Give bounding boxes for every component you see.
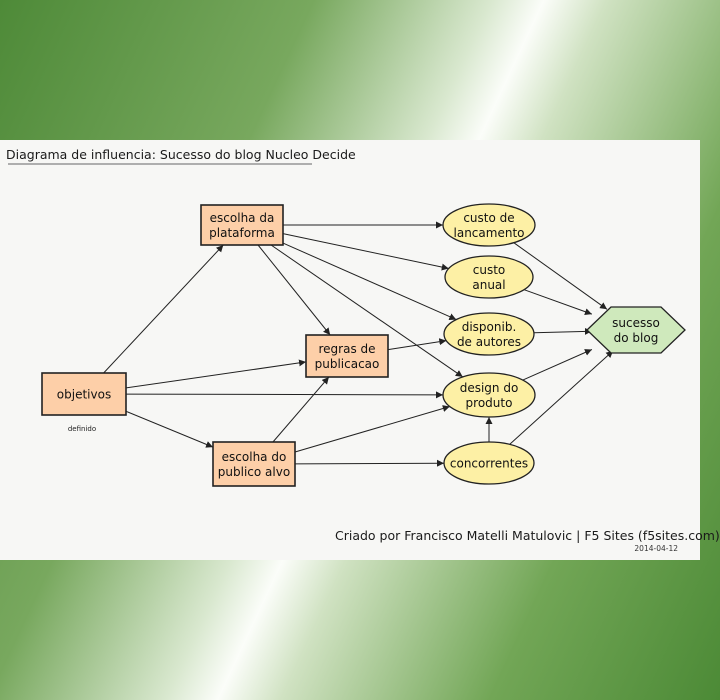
edge-concorrentes-to-sucesso bbox=[509, 350, 614, 445]
node-concorrentes-label: concorrentes bbox=[450, 457, 528, 471]
node-autores-shape bbox=[443, 312, 535, 356]
edge-objetivos-to-regras bbox=[125, 359, 307, 389]
edge-publico-to-regras bbox=[272, 376, 330, 443]
edge-plataforma-to-autores bbox=[282, 242, 457, 321]
edge-plataforma-to-anual bbox=[282, 233, 449, 271]
node-regras-label: regras de bbox=[318, 342, 375, 356]
node-regras-label: publicacao bbox=[315, 357, 380, 371]
credit-footer: Criado por Francisco Matelli Matulovic |… bbox=[335, 528, 720, 543]
node-lancamento-label: custo de bbox=[463, 211, 514, 225]
edge-design-to-sucesso bbox=[522, 349, 593, 381]
edge-anual-to-sucesso bbox=[523, 289, 593, 316]
edge-objetivos-to-plataforma bbox=[103, 244, 224, 374]
edge-plataforma-to-regras bbox=[257, 244, 331, 336]
edge-objetivos-to-design bbox=[125, 391, 444, 399]
node-objetivos-label: objetivos bbox=[57, 388, 111, 402]
node-anual-label: custo bbox=[473, 263, 506, 277]
node-sucesso-label: sucesso bbox=[612, 316, 660, 330]
edge-lancamento-to-sucesso bbox=[513, 242, 608, 310]
node-concorrentes: concorrentes bbox=[443, 441, 535, 485]
node-concorrentes-shape bbox=[443, 441, 535, 485]
node-anual-shape bbox=[444, 255, 534, 299]
node-design-shape bbox=[442, 372, 536, 418]
node-publico-shape bbox=[212, 441, 296, 487]
node-plataforma-shape bbox=[200, 204, 284, 246]
edge-plataforma-to-design bbox=[270, 244, 464, 378]
edge-objetivos-to-publico bbox=[125, 410, 214, 448]
node-regras-shape bbox=[305, 334, 389, 378]
node-objetivos-shape bbox=[41, 372, 127, 416]
node-sucesso-label: do blog bbox=[614, 331, 659, 345]
node-objetivos-sublabel: definido bbox=[68, 425, 96, 433]
edges-layer bbox=[103, 221, 614, 467]
node-plataforma-label: escolha da bbox=[210, 211, 275, 225]
node-lancamento-label: lancamento bbox=[454, 226, 525, 240]
edge-publico-to-design bbox=[294, 405, 450, 453]
node-lancamento-shape bbox=[442, 203, 536, 247]
diagram-title: Diagrama de influencia: Sucesso do blog … bbox=[6, 147, 356, 162]
node-design-label: design do bbox=[460, 381, 519, 395]
node-autores-label: disponib. bbox=[462, 320, 517, 334]
node-design-label: produto bbox=[466, 396, 513, 410]
node-publico-label: publico alvo bbox=[218, 465, 290, 479]
node-sucesso-shape bbox=[586, 306, 686, 354]
node-objetivos: objetivos definido bbox=[41, 372, 127, 433]
edge-autores-to-sucesso bbox=[533, 327, 592, 335]
node-autores-label: de autores bbox=[457, 335, 521, 349]
edge-publico-to-concorrentes bbox=[294, 459, 445, 467]
node-plataforma-label: plataforma bbox=[209, 226, 275, 240]
node-anual-label: anual bbox=[472, 278, 505, 292]
node-publico-label: escolha do bbox=[222, 450, 287, 464]
node-autores: disponib.de autores bbox=[443, 312, 535, 356]
date-label: 2014-04-12 bbox=[634, 544, 678, 553]
edge-regras-to-autores bbox=[387, 338, 447, 351]
